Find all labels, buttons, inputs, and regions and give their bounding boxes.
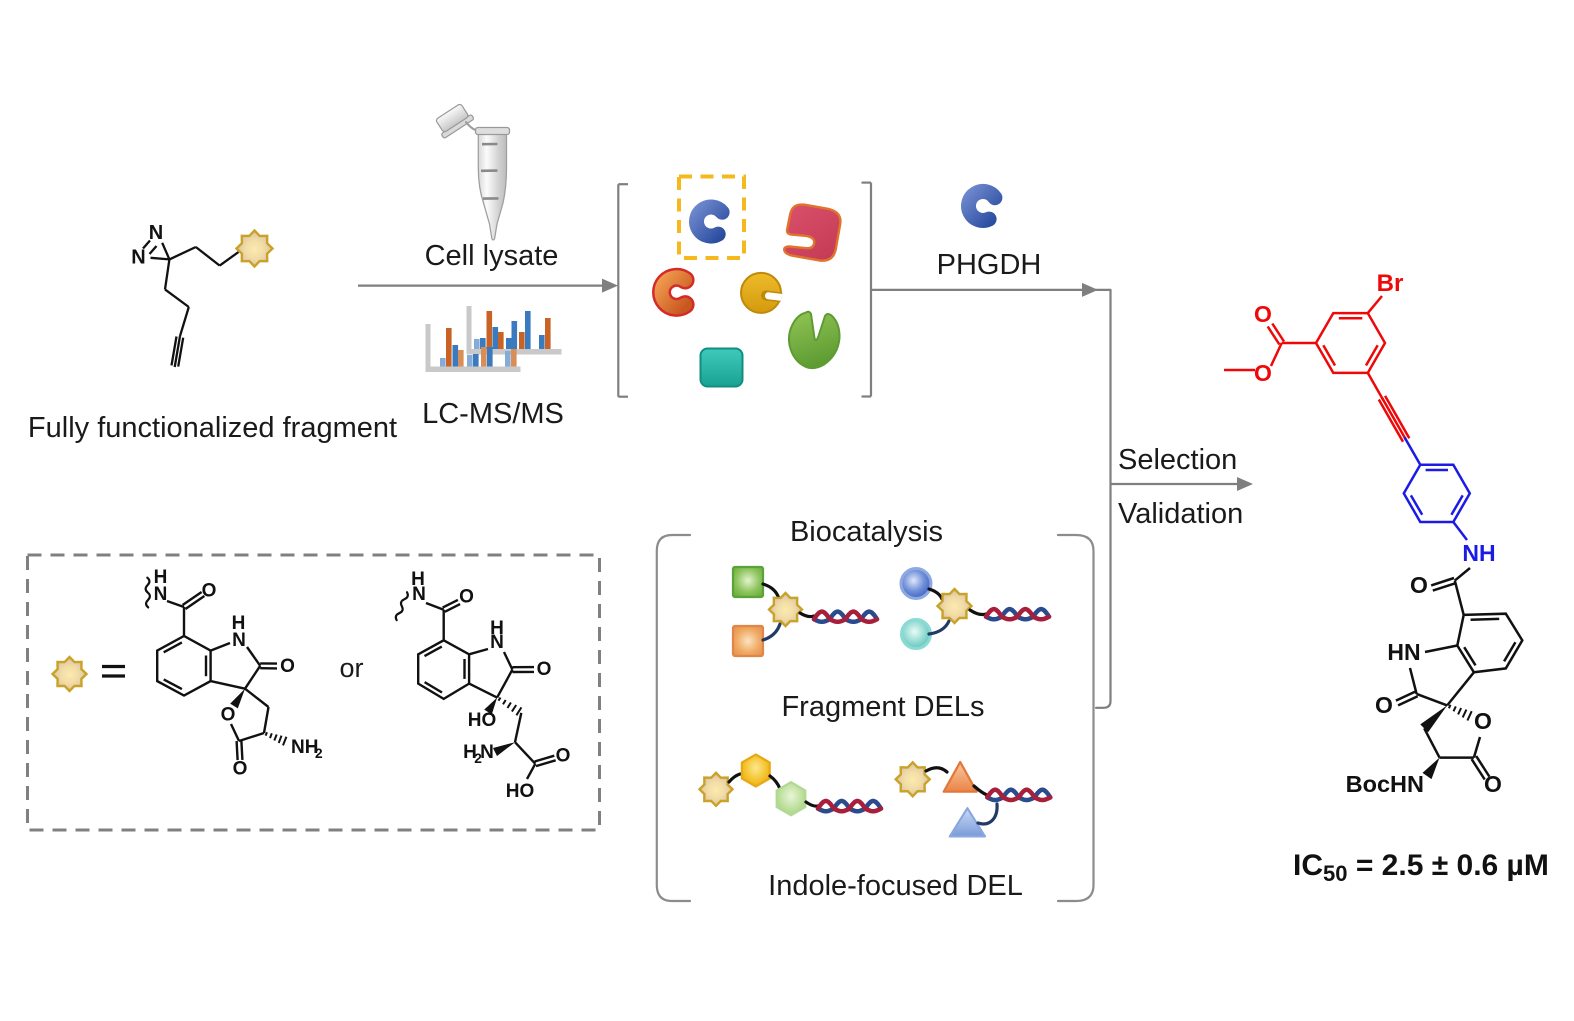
svg-text:Cell lysate: Cell lysate [425, 240, 559, 272]
svg-text:O: O [1254, 360, 1272, 386]
svg-text:NH: NH [291, 737, 318, 758]
svg-text:Biocatalysis: Biocatalysis [790, 516, 943, 548]
svg-text:O: O [537, 659, 552, 680]
svg-text:H: H [411, 569, 425, 590]
svg-text:H: H [154, 567, 168, 588]
svg-text:O: O [1474, 708, 1492, 734]
svg-text:O: O [202, 581, 217, 602]
svg-text:N: N [131, 247, 145, 269]
svg-text:Validation: Validation [1118, 498, 1243, 530]
svg-text:N: N [490, 632, 504, 653]
svg-text:Selection: Selection [1118, 444, 1237, 476]
svg-text:O: O [1410, 572, 1428, 598]
svg-text:N: N [232, 630, 246, 651]
svg-text:Fully functionalized fragment: Fully functionalized fragment [28, 412, 397, 444]
svg-text:LC-MS/MS: LC-MS/MS [422, 398, 564, 430]
svg-text:N: N [480, 742, 494, 763]
svg-text:or: or [339, 653, 363, 683]
svg-text:BocHN: BocHN [1346, 771, 1424, 797]
svg-text:N: N [149, 222, 163, 244]
svg-text:Indole-focused DEL: Indole-focused DEL [768, 870, 1023, 902]
svg-text:Fragment DELs: Fragment DELs [781, 691, 984, 723]
svg-text:O: O [221, 705, 236, 726]
svg-text:N: N [154, 584, 168, 605]
svg-text:Br: Br [1377, 270, 1404, 297]
svg-text:IC50 = 2.5 ± 0.6 µM: IC50 = 2.5 ± 0.6 µM [1293, 849, 1549, 886]
svg-text:O: O [556, 746, 571, 767]
svg-text:O: O [459, 587, 474, 608]
svg-text:O: O [1254, 301, 1272, 327]
svg-text:HN: HN [1387, 639, 1420, 665]
svg-text:HO: HO [468, 710, 497, 731]
svg-text:H: H [232, 613, 246, 634]
svg-text:H: H [490, 618, 504, 639]
svg-text:O: O [280, 656, 295, 677]
svg-text:PHGDH: PHGDH [937, 249, 1042, 281]
svg-text:O: O [1484, 771, 1502, 797]
svg-text:2: 2 [474, 751, 482, 766]
svg-text:O: O [233, 759, 248, 780]
svg-text:HO: HO [506, 781, 535, 802]
svg-text:N: N [412, 584, 426, 605]
svg-text:NH: NH [1462, 540, 1495, 566]
svg-text:H: H [463, 742, 477, 763]
svg-text:O: O [1375, 692, 1393, 718]
svg-text:2: 2 [315, 746, 323, 761]
